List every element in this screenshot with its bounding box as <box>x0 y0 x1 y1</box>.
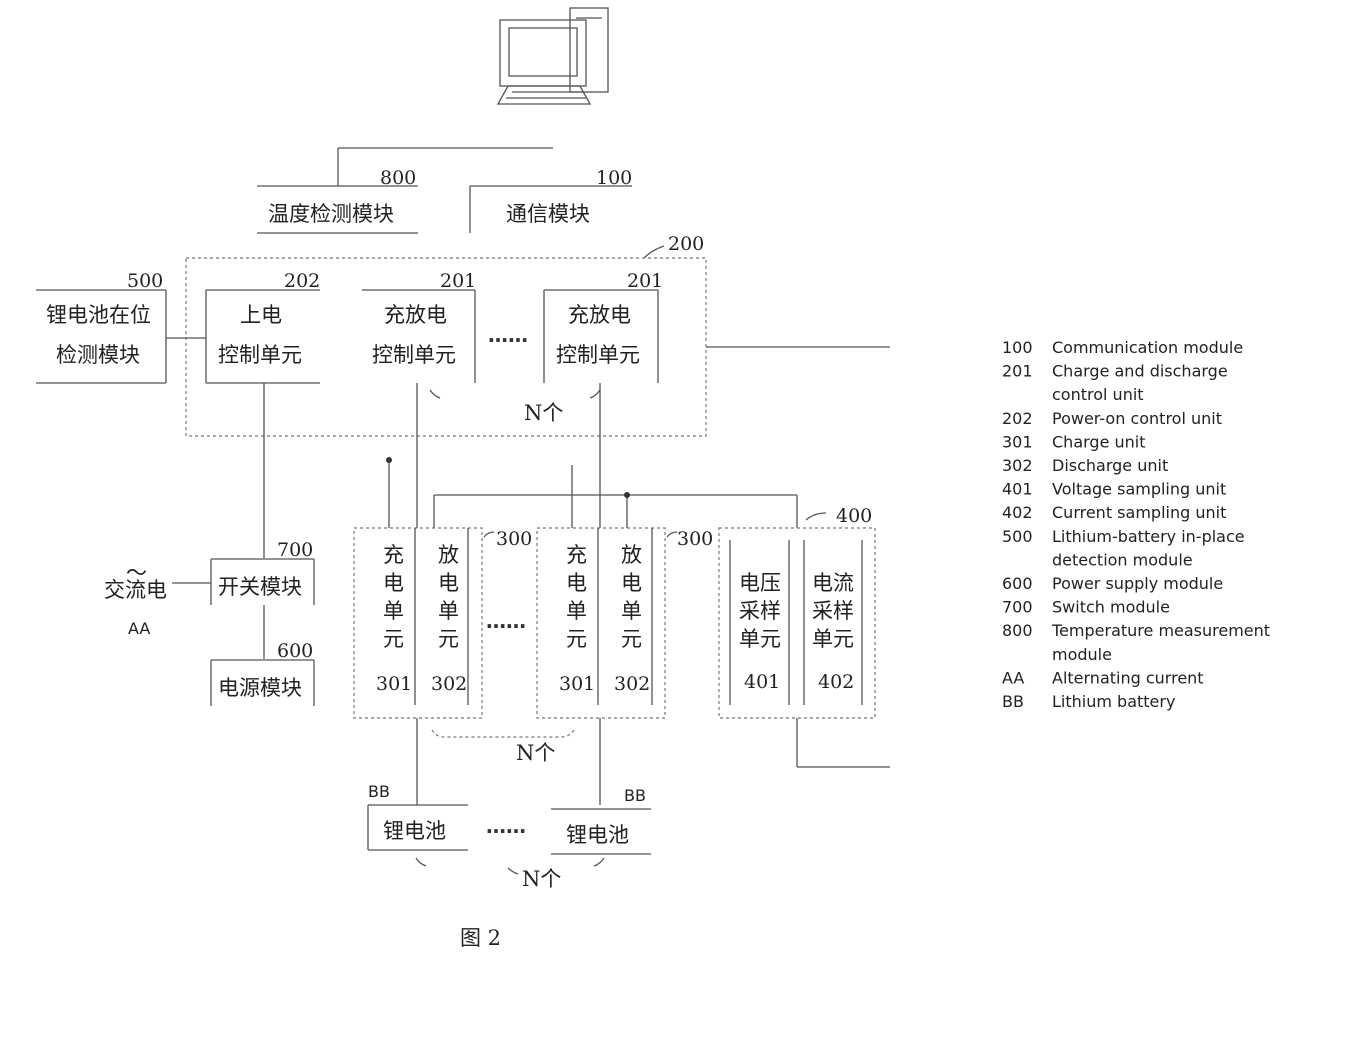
legend-code: 700 <box>1002 598 1033 617</box>
voltage-unit-1: 电压 <box>739 571 781 595</box>
legend-text: detection module <box>1052 550 1193 569</box>
charge-unit-b-1: 充 <box>566 543 587 567</box>
legend-code: 401 <box>1002 480 1033 499</box>
discharge-unit-b-1: 放 <box>621 543 642 567</box>
legend-text: Switch module <box>1052 598 1170 617</box>
voltage-unit-3: 单元 <box>739 627 781 651</box>
label-200: 200 <box>668 233 704 255</box>
legend-text: Communication module <box>1052 338 1243 357</box>
label-202: 202 <box>284 270 320 292</box>
label-401: 401 <box>744 671 780 693</box>
computer-icon <box>498 8 608 104</box>
legend-text: Charge unit <box>1052 432 1146 451</box>
n-units-batteries: N个 <box>522 867 561 891</box>
charge-unit-a-4: 元 <box>383 627 404 651</box>
discharge-unit-a-3: 单 <box>438 599 459 623</box>
legend-text: Charge and discharge <box>1052 362 1228 381</box>
n-units-groups: N个 <box>516 741 555 765</box>
ellipsis-batteries: …… <box>486 814 526 838</box>
label-bb-second: BB <box>624 786 646 805</box>
discharge-unit-b-2: 电 <box>621 571 642 595</box>
legend-code: 500 <box>1002 527 1033 546</box>
power-on-label-1: 上电 <box>240 303 282 327</box>
label-300-first: 300 <box>496 528 532 550</box>
legend-text: Lithium-battery in-place <box>1052 527 1245 546</box>
legend-code: 800 <box>1002 621 1033 640</box>
label-bb-first: BB <box>368 782 390 801</box>
figure-caption: 图 2 <box>460 926 501 950</box>
discharge-unit-a-2: 电 <box>438 571 459 595</box>
charge-unit-b-3: 单 <box>566 599 587 623</box>
switch-module-label: 开关模块 <box>218 575 302 599</box>
legend-text: Voltage sampling unit <box>1052 480 1226 499</box>
legend-code: 600 <box>1002 574 1033 593</box>
label-301-second: 301 <box>559 673 595 695</box>
battery-1-label: 锂电池 <box>383 819 446 843</box>
label-301-first: 301 <box>376 673 412 695</box>
discharge-unit-b-4: 元 <box>621 627 642 651</box>
charge-unit-a-2: 电 <box>383 571 404 595</box>
label-500: 500 <box>127 270 163 292</box>
ellipsis-units: …… <box>486 609 526 633</box>
current-unit-1: 电流 <box>812 571 854 595</box>
cd-control-2-label-1: 充放电 <box>568 303 631 327</box>
power-module-label: 电源模块 <box>218 676 302 700</box>
label-400: 400 <box>836 505 872 527</box>
discharge-unit-a-4: 元 <box>438 627 459 651</box>
label-302-first: 302 <box>431 673 467 695</box>
legend-text: module <box>1052 645 1112 664</box>
ellipsis-control: …… <box>488 323 528 347</box>
legend-text: Alternating current <box>1052 668 1204 687</box>
power-on-label-2: 控制单元 <box>218 343 302 367</box>
legend-code: 201 <box>1002 362 1033 381</box>
legend-text: Power supply module <box>1052 574 1223 593</box>
legend: 100 Communication module 201 Charge and dis… <box>1002 338 1270 711</box>
label-700: 700 <box>277 539 313 561</box>
label-302-second: 302 <box>614 673 650 695</box>
discharge-unit-b-3: 单 <box>621 599 642 623</box>
legend-code: 301 <box>1002 432 1033 451</box>
n-units-control: N个 <box>524 401 563 425</box>
ac-label: 交流电 <box>104 578 167 602</box>
legend-text: Temperature measurement <box>1051 621 1270 640</box>
communication-module-label: 通信模块 <box>506 202 590 226</box>
legend-code: AA <box>1002 668 1024 687</box>
charge-unit-a-1: 充 <box>383 543 404 567</box>
charge-unit-a-3: 单 <box>383 599 404 623</box>
charge-unit-b-4: 元 <box>566 627 587 651</box>
cd-control-2-label-2: 控制单元 <box>556 343 640 367</box>
legend-text: Current sampling unit <box>1052 503 1226 522</box>
temperature-module-label: 温度检测模块 <box>268 202 394 226</box>
charge-unit-b-2: 电 <box>566 571 587 595</box>
label-600: 600 <box>277 640 313 662</box>
legend-text: Discharge unit <box>1052 456 1168 475</box>
current-unit-2: 采样 <box>812 599 854 623</box>
label-201-first: 201 <box>440 270 476 292</box>
label-aa: AA <box>128 619 150 638</box>
label-201-second: 201 <box>627 270 663 292</box>
li-detect-label-2: 检测模块 <box>56 343 140 367</box>
label-300-second: 300 <box>677 528 713 550</box>
cd-control-1-label-2: 控制单元 <box>372 343 456 367</box>
voltage-unit-2: 采样 <box>739 599 781 623</box>
legend-text: control unit <box>1052 385 1144 404</box>
legend-code: 302 <box>1002 456 1033 475</box>
discharge-unit-a-1: 放 <box>438 543 459 567</box>
legend-text: Power-on control unit <box>1052 409 1222 428</box>
label-402: 402 <box>818 671 854 693</box>
legend-text: Lithium battery <box>1052 692 1175 711</box>
legend-code: 202 <box>1002 409 1033 428</box>
legend-code: 100 <box>1002 338 1033 357</box>
battery-2-label: 锂电池 <box>566 823 629 847</box>
current-unit-3: 单元 <box>812 627 854 651</box>
cd-control-1-label-1: 充放电 <box>384 303 447 327</box>
legend-code: 402 <box>1002 503 1033 522</box>
legend-code: BB <box>1002 692 1024 711</box>
li-detect-label-1: 锂电池在位 <box>46 303 151 327</box>
